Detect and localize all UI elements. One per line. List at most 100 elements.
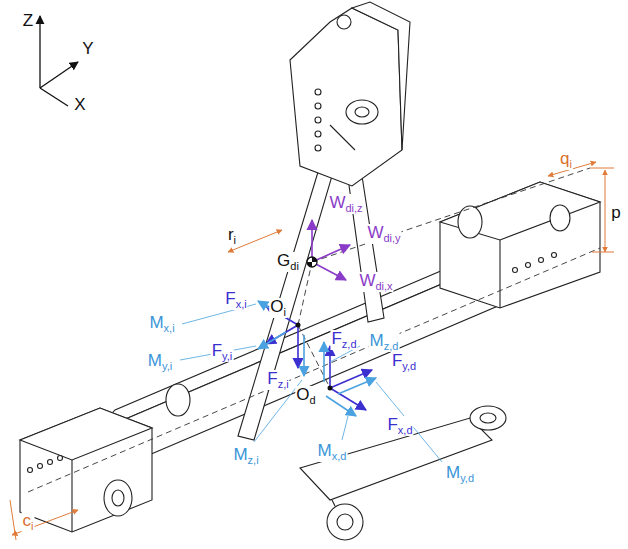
- axis-label: Z: [22, 12, 34, 29]
- symbol-letter: O: [296, 385, 309, 404]
- moment-x: [326, 396, 356, 416]
- symbol-subscript: i: [570, 158, 572, 170]
- symbol-letter: W: [367, 223, 383, 242]
- dimension-label: qi: [559, 150, 573, 170]
- symbol-letter: Z: [23, 11, 33, 30]
- symbol-letter: F: [392, 351, 402, 370]
- force-y: [330, 370, 372, 388]
- symbol-subscript: x,d: [398, 424, 413, 436]
- extension-line: [10, 500, 16, 540]
- beam-axis: [28, 248, 600, 492]
- symbol-letter: F: [212, 341, 222, 360]
- offset-line: [298, 325, 330, 388]
- symbol-subscript: i: [234, 234, 236, 246]
- symbol-subscript: d: [310, 394, 316, 406]
- mast-hole: [315, 89, 321, 95]
- symbol-subscript: i: [283, 306, 285, 318]
- beam-hole: [38, 464, 43, 469]
- center-lines: [28, 168, 600, 492]
- moment-label: My,d: [445, 464, 475, 484]
- beam-hole: [58, 456, 63, 461]
- point-label: Oi: [269, 298, 287, 318]
- beam-hole: [539, 258, 544, 263]
- leader-line: [342, 416, 348, 440]
- symbol-subscript: di,x: [375, 280, 392, 292]
- force-label: Fz,i: [266, 370, 289, 390]
- weight-label: Wdi,y: [366, 224, 401, 244]
- symbol-subscript: x,i: [164, 322, 175, 334]
- axis-label: Y: [81, 40, 94, 57]
- weight-x: [312, 262, 346, 280]
- z-axis: [39, 16, 40, 88]
- offset-line: [312, 168, 590, 262]
- mast-pin-rod: [330, 125, 355, 150]
- symbol-letter: W: [329, 193, 345, 212]
- force-vectors-i: [180, 301, 304, 442]
- moment-label: Mz,i: [232, 446, 259, 466]
- moment-label: My,i: [147, 352, 173, 372]
- symbol-subscript: z,d: [384, 340, 399, 352]
- left-pin: [104, 480, 132, 516]
- symbol-letter: c: [23, 511, 32, 530]
- symbol-subscript: z,i: [248, 454, 259, 466]
- mast-pin: [346, 100, 378, 124]
- symbol-letter: q: [560, 149, 569, 168]
- beam-hole: [513, 268, 518, 273]
- force-label: Fz,d: [330, 330, 357, 350]
- weight-y: [312, 245, 350, 262]
- symbol-subscript: di,z: [345, 202, 362, 214]
- symbol-subscript: i: [31, 520, 33, 532]
- weight-label: Wdi,z: [328, 194, 363, 214]
- force-z: [329, 346, 331, 388]
- mast-hole: [315, 131, 321, 137]
- moment-y: [258, 332, 286, 349]
- mast-hole: [315, 145, 321, 151]
- symbol-subscript: z,d: [342, 338, 357, 350]
- x-axis: [40, 88, 68, 106]
- link-eye: [337, 514, 353, 530]
- symbol-letter: M: [318, 441, 332, 460]
- point-label: Gdi: [276, 252, 300, 272]
- beam-hole: [48, 460, 53, 465]
- force-label: Fx,i: [224, 290, 247, 310]
- force-x: [330, 388, 366, 410]
- symbol-subscript: di: [290, 260, 299, 272]
- moment-label: Mz,d: [369, 332, 400, 352]
- symbol-letter: F: [225, 289, 235, 308]
- right-end-edge: [499, 240, 500, 308]
- right-pin: [458, 206, 482, 238]
- offset-line: [298, 262, 312, 325]
- force-label: Fy,d: [391, 352, 417, 372]
- mast-leg: [238, 172, 332, 440]
- symbol-subscript: y,d: [402, 360, 416, 372]
- symbol-subscript: y,d: [460, 472, 474, 484]
- leader-line: [376, 382, 442, 462]
- symbol-letter: W: [359, 271, 375, 290]
- beam-hole: [526, 263, 531, 268]
- link-eye: [327, 504, 363, 540]
- left-pin: [112, 490, 124, 506]
- left-end-top: [20, 408, 152, 460]
- symbol-letter: F: [331, 329, 341, 348]
- point-label: Od: [295, 386, 316, 406]
- dimension-lines: [10, 162, 614, 540]
- left-lug: [166, 384, 190, 416]
- dimension-label: ci: [22, 512, 35, 532]
- axis-label: X: [73, 96, 86, 113]
- symbol-subscript: y,i: [222, 350, 232, 362]
- force-z: [297, 325, 299, 368]
- symbol-letter: M: [149, 313, 163, 332]
- axis-triad: [40, 16, 78, 106]
- moment-y: [338, 378, 376, 394]
- mast-pin: [355, 107, 369, 117]
- symbol-subscript: z,i: [278, 378, 289, 390]
- link-boss: [470, 406, 506, 430]
- link-neck: [332, 500, 335, 506]
- force-label: Fy,i: [211, 342, 234, 362]
- mast-plate: [290, 8, 402, 186]
- right-pin: [550, 205, 570, 231]
- symbol-subscript: di,y: [383, 232, 400, 244]
- dimension-p: [605, 170, 606, 252]
